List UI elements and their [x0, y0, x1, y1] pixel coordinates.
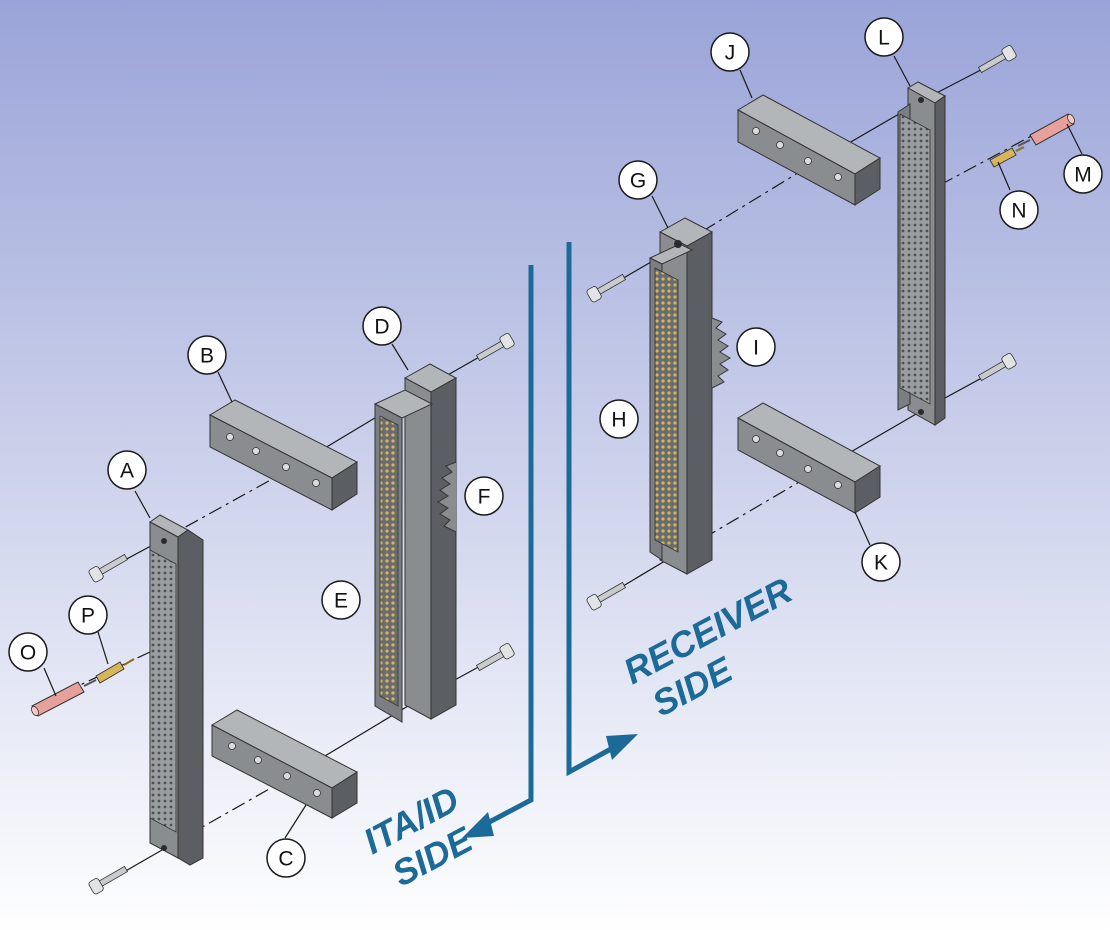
- screw-d-top: [475, 333, 515, 362]
- callouts: A B C D E F G H I J K L M N O P: [8, 17, 1103, 878]
- leader-d: [391, 343, 409, 371]
- callout-j-label: J: [725, 42, 736, 65]
- callout-n: N: [999, 190, 1039, 230]
- ita-side-arrowhead: [462, 812, 494, 838]
- screws: [88, 45, 1017, 895]
- block-c: [210, 709, 358, 819]
- leader-o: [43, 667, 57, 697]
- callout-k: K: [861, 542, 901, 582]
- leader-a: [134, 490, 151, 519]
- callout-i-label: I: [753, 337, 759, 360]
- screw-g-top: [586, 273, 627, 303]
- callout-k-label: K: [874, 552, 888, 575]
- callout-g-label: G: [630, 170, 646, 193]
- wire-o: [31, 679, 97, 717]
- callout-g: G: [618, 160, 658, 200]
- leader-j: [739, 69, 753, 99]
- callout-leaders: [43, 55, 1083, 839]
- leader-g: [651, 195, 669, 229]
- callout-o-label: O: [20, 642, 36, 665]
- screw-l-bottom: [977, 353, 1017, 382]
- receiver-side-divider: [566, 242, 638, 777]
- screw-d-bottom: [475, 643, 515, 672]
- callout-a-label: A: [120, 460, 134, 483]
- callout-o: O: [8, 632, 48, 672]
- screw-g-bottom: [586, 581, 627, 611]
- leader-m: [1066, 123, 1083, 155]
- callout-m: M: [1063, 154, 1103, 194]
- receiver-side-arrowhead: [606, 734, 638, 760]
- callout-p: P: [68, 595, 108, 635]
- block-j: [736, 94, 881, 206]
- leader-b: [217, 371, 233, 403]
- callout-l: L: [864, 17, 904, 57]
- block-b: [208, 399, 359, 511]
- callout-i: I: [736, 327, 776, 367]
- callout-f: F: [464, 476, 504, 516]
- connector-a: [149, 514, 204, 866]
- contact-n: [989, 146, 1025, 168]
- callout-h: H: [599, 399, 639, 439]
- connector-e: [373, 363, 458, 723]
- screw-left-bottom: [88, 865, 129, 895]
- callout-c-label: C: [278, 848, 293, 871]
- callout-a: A: [107, 450, 147, 490]
- screw-l-top: [977, 45, 1017, 74]
- callout-f-label: F: [478, 486, 491, 509]
- assembly-line-g-to-j: [679, 167, 807, 246]
- callout-m-label: M: [1074, 164, 1092, 187]
- leader-c: [284, 804, 307, 839]
- callout-j: J: [710, 32, 750, 72]
- leader-p: [97, 631, 109, 665]
- assembly-line-g-to-k: [679, 477, 807, 553]
- callout-l-label: L: [878, 27, 890, 50]
- leader-l: [893, 55, 911, 87]
- callout-n-label: N: [1011, 200, 1026, 223]
- connector-l: [897, 81, 946, 426]
- contact-p: [95, 658, 135, 684]
- callout-b: B: [187, 335, 227, 375]
- callout-e: E: [321, 580, 361, 620]
- assembly-line-a-to-c: [161, 779, 286, 851]
- callout-d-label: D: [374, 316, 389, 339]
- assembly-line-a-to-b: [161, 471, 286, 541]
- callout-d: D: [362, 306, 402, 346]
- callout-b-label: B: [200, 345, 214, 368]
- callout-e-label: E: [334, 590, 348, 613]
- ita-side-divider: [462, 265, 534, 838]
- leader-k: [854, 511, 871, 546]
- callout-c: C: [266, 838, 306, 878]
- callout-h-label: H: [611, 409, 626, 432]
- connector-h: [648, 217, 731, 575]
- callout-p-label: P: [81, 605, 95, 628]
- screw-left-top: [88, 553, 129, 583]
- leader-n: [997, 161, 1011, 191]
- wire-m: [1017, 113, 1075, 147]
